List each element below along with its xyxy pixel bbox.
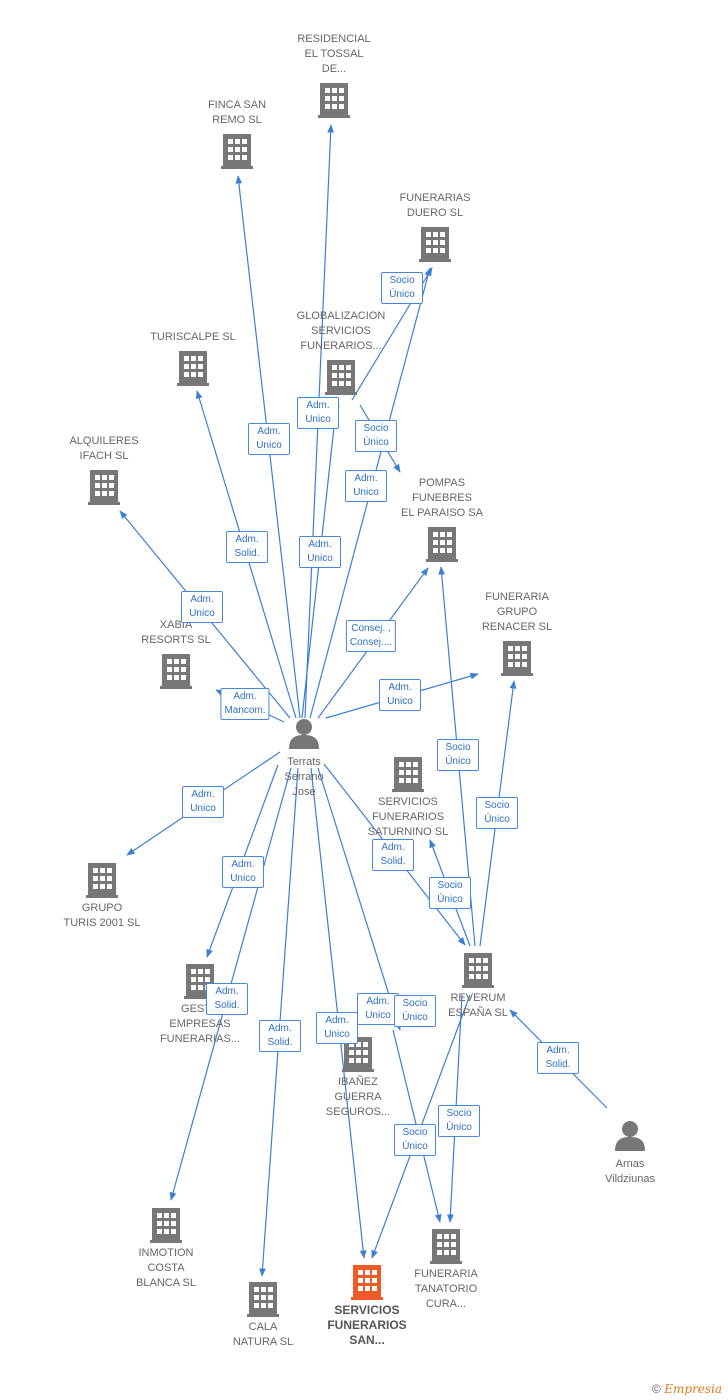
node-label-globalizacion[interactable]: GLOBALIZACION SERVICIOS FUNERARIOS... bbox=[296, 310, 386, 352]
relation-label-reverum-renacer[interactable]: Socio Único bbox=[476, 797, 518, 829]
node-label-reverum[interactable]: REVERUM ESPAÑA SL bbox=[448, 992, 508, 1019]
relation-label-globalizacion-duero[interactable]: Socio Único bbox=[381, 272, 423, 304]
relation-label-terrats-alquileres[interactable]: Adm. Unico bbox=[181, 591, 223, 623]
node-label-residencial[interactable]: RESIDENCIAL EL TOSSAL DE... bbox=[297, 33, 371, 75]
relation-label-terrats-reverum[interactable]: Adm. Solid. bbox=[372, 839, 414, 871]
node-label-arnas[interactable]: Arnas Vildziunas bbox=[605, 1158, 655, 1185]
node-label-turiscalpe[interactable]: TURISCALPE SL bbox=[150, 331, 236, 343]
building-icon[interactable] bbox=[462, 953, 494, 988]
node-label-duero[interactable]: FUNERARIAS DUERO SL bbox=[399, 192, 471, 219]
footer-credit: © Empresia bbox=[652, 1382, 722, 1396]
person-icon[interactable] bbox=[615, 1121, 645, 1151]
building-icon[interactable] bbox=[392, 757, 424, 792]
relation-label-terrats-sanservicios[interactable]: Adm. Unico bbox=[316, 1012, 358, 1044]
relation-label-terrats-inmotion[interactable]: Adm. Solid. bbox=[206, 983, 248, 1015]
node-label-saturnino[interactable]: SERVICIOS FUNERARIOS SATURNINO SL bbox=[367, 796, 449, 838]
building-icon[interactable] bbox=[419, 227, 451, 262]
node-label-inmotion[interactable]: INMOTION COSTA BLANCA SL bbox=[136, 1247, 196, 1289]
brand-logo-text[interactable]: Empresia bbox=[664, 1382, 722, 1396]
relation-label-terrats-grupoturis[interactable]: Adm. Unico bbox=[182, 786, 224, 818]
building-icon[interactable] bbox=[221, 134, 253, 169]
node-label-cala[interactable]: CALA NATURA SL bbox=[232, 1321, 294, 1348]
node-label-finca[interactable]: FINCA SAN REMO SL bbox=[207, 99, 267, 126]
building-icon[interactable] bbox=[247, 1282, 279, 1317]
relation-label-terrats-residencial[interactable]: Adm. Unico bbox=[297, 397, 339, 429]
relation-label-reverum-saturnino[interactable]: Socio Único bbox=[429, 877, 471, 909]
building-icon[interactable] bbox=[318, 83, 350, 118]
relation-label-globalizacion-pompas[interactable]: Socio Único bbox=[355, 420, 397, 452]
building-icon[interactable] bbox=[325, 360, 357, 395]
node-label-alquileres[interactable]: ALQUILERES IFACH SL bbox=[69, 435, 139, 462]
node-label-grupoturis[interactable]: GRUPO TURIS 2001 SL bbox=[63, 902, 141, 929]
relation-label-reverum-pompas[interactable]: Socio Único bbox=[437, 739, 479, 771]
node-label-terrats[interactable]: Terrats Serrano Jose bbox=[284, 756, 324, 798]
building-icon[interactable] bbox=[150, 1208, 182, 1243]
relation-label-terrats-turiscalpe[interactable]: Adm. Solid. bbox=[226, 531, 268, 563]
node-label-tanatorio[interactable]: FUNERARIA TANATORIO CURA... bbox=[414, 1268, 478, 1310]
node-label-sanservicios[interactable]: SERVICIOS FUNERARIOS SAN... bbox=[327, 1303, 407, 1347]
building-icon[interactable] bbox=[426, 527, 458, 562]
copyright-symbol: © bbox=[652, 1382, 661, 1396]
relation-label-terrats-finca[interactable]: Adm. Unico bbox=[248, 423, 290, 455]
building-icon[interactable] bbox=[351, 1265, 383, 1300]
node-label-pompas[interactable]: POMPAS FUNEBRES EL PARAISO SA bbox=[401, 477, 483, 519]
building-icon[interactable] bbox=[177, 351, 209, 386]
relation-label-terrats-cala[interactable]: Adm. Solid. bbox=[259, 1020, 301, 1052]
node-label-xabia[interactable]: XABIA RESORTS SL bbox=[141, 619, 211, 646]
edge-terrats-to-ibanez bbox=[317, 767, 401, 1031]
person-icon[interactable] bbox=[289, 719, 319, 749]
relation-label-terrats-renacer[interactable]: Adm. Unico bbox=[379, 679, 421, 711]
relation-label-terrats-globalizacion[interactable]: Adm. Unico bbox=[299, 536, 341, 568]
node-label-ibanez[interactable]: IBAÑEZ GUERRA SEGUROS... bbox=[325, 1076, 391, 1118]
relation-label-ibanez-sanservicios[interactable]: Socio Único bbox=[394, 995, 436, 1027]
building-icon[interactable] bbox=[86, 863, 118, 898]
relation-label-reverum-ibanez[interactable]: Socio Único bbox=[394, 1124, 436, 1156]
building-icon[interactable] bbox=[501, 641, 533, 676]
building-icon[interactable] bbox=[430, 1229, 462, 1264]
node-label-renacer[interactable]: FUNERARIA GRUPO RENACER SL bbox=[481, 591, 553, 633]
relation-label-arnas-reverum[interactable]: Adm. Solid. bbox=[537, 1042, 579, 1074]
relation-label-terrats-pompas[interactable]: Consej. , Consej.... bbox=[345, 620, 397, 652]
relation-label-terrats-gestion[interactable]: Adm. Unico bbox=[222, 856, 264, 888]
relation-label-terrats-ibanez[interactable]: Adm. Unico bbox=[357, 993, 399, 1025]
relation-label-reverum-tanatorio[interactable]: Socio Único bbox=[438, 1105, 480, 1137]
relation-label-terrats-duero[interactable]: Adm. Unico bbox=[345, 470, 387, 502]
building-icon[interactable] bbox=[88, 470, 120, 505]
building-icon[interactable] bbox=[160, 654, 192, 689]
relation-label-terrats-xabia[interactable]: Adm. Mancom. bbox=[220, 688, 270, 720]
